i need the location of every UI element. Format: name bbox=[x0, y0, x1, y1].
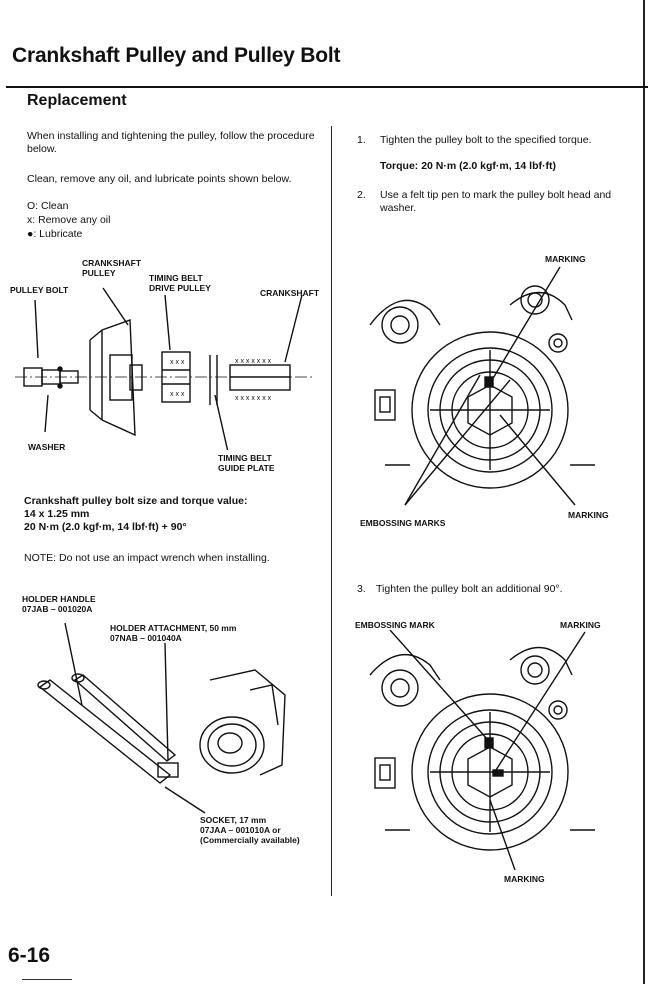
label-washer: WASHER bbox=[28, 442, 66, 452]
intro-text: When installing and tightening the pulle… bbox=[27, 130, 315, 155]
svg-text:x x x: x x x bbox=[170, 359, 185, 366]
label-holder-attachment: HOLDER ATTACHMENT, 50 mm bbox=[110, 623, 237, 633]
step3-text: Tighten the pulley bolt an additional 90… bbox=[376, 583, 563, 595]
bolt-marking-figure-1 bbox=[369, 266, 595, 506]
fig2-label-marking-bottom: MARKING bbox=[504, 874, 545, 884]
label-socket: SOCKET, 17 mm bbox=[200, 815, 267, 825]
fig1-label-marking-right: MARKING bbox=[568, 510, 609, 520]
spec-size: 14 x 1.25 mm bbox=[24, 508, 90, 520]
svg-text:x x x x x x x: x x x x x x x bbox=[235, 395, 272, 402]
pulley-exploded-diagram: x x x x x x x x x x x x x x x x x x x x bbox=[15, 287, 315, 450]
label-crankshaft-pulley: CRANKSHAFT PULLEY bbox=[82, 258, 142, 278]
label-socket-pn: 07JAA – 001010A or bbox=[200, 825, 281, 835]
step2-number: 2. bbox=[357, 189, 366, 201]
label-crankshaft: CRANKSHAFT bbox=[260, 288, 320, 298]
fig1-label-embossing-marks: EMBOSSING MARKS bbox=[360, 518, 446, 528]
bolt-marking-figure-2 bbox=[369, 630, 595, 870]
svg-text:x x x: x x x bbox=[170, 391, 185, 398]
fig1-label-marking-top: MARKING bbox=[545, 254, 586, 264]
page-number: 6-16 bbox=[8, 944, 51, 967]
clean-text: Clean, remove any oil, and lubricate poi… bbox=[27, 173, 292, 185]
footer-rule bbox=[22, 979, 72, 980]
legend-lubricate: ●: Lubricate bbox=[27, 228, 83, 240]
column-divider bbox=[331, 126, 332, 896]
step3-number: 3. bbox=[357, 583, 366, 595]
install-note: NOTE: Do not use an impact wrench when i… bbox=[24, 552, 270, 564]
fig2-label-embossing-mark: EMBOSSING MARK bbox=[355, 620, 435, 630]
legend-clean: O: Clean bbox=[27, 200, 69, 212]
holder-tool-diagram bbox=[37, 622, 286, 814]
step1-number: 1. bbox=[357, 134, 366, 146]
spec-heading: Crankshaft pulley bolt size and torque v… bbox=[24, 495, 248, 507]
label-holder-attachment-pn: 07NAB – 001040A bbox=[110, 633, 182, 643]
label-pulley-bolt: PULLEY BOLT bbox=[10, 285, 69, 295]
step1-text: Tighten the pulley bolt to the specified… bbox=[380, 134, 592, 146]
torque-spec: Torque: 20 N·m (2.0 kgf·m, 14 lbf·ft) bbox=[380, 160, 556, 172]
spec-torque: 20 N·m (2.0 kgf·m, 14 lbf·ft) + 90° bbox=[24, 521, 187, 533]
page-title: Crankshaft Pulley and Pulley Bolt bbox=[12, 44, 341, 67]
label-holder-handle: HOLDER HANDLE bbox=[22, 594, 96, 604]
svg-text:x x x x x x x: x x x x x x x bbox=[235, 358, 272, 365]
title-rule bbox=[6, 86, 648, 88]
legend-remove-oil: x: Remove any oil bbox=[27, 214, 111, 226]
label-holder-handle-pn: 07JAB – 001020A bbox=[22, 604, 93, 614]
page-border bbox=[643, 0, 645, 984]
step2-text: Use a felt tip pen to mark the pulley bo… bbox=[380, 189, 612, 214]
fig2-label-marking-top: MARKING bbox=[560, 620, 601, 630]
section-heading: Replacement bbox=[27, 92, 127, 109]
label-timing-belt-drive-pulley: TIMING BELT DRIVE PULLEY bbox=[149, 273, 211, 293]
label-timing-belt-guide-plate: TIMING BELT GUIDE PLATE bbox=[218, 453, 275, 473]
label-socket-note: (Commercially available) bbox=[200, 835, 300, 845]
